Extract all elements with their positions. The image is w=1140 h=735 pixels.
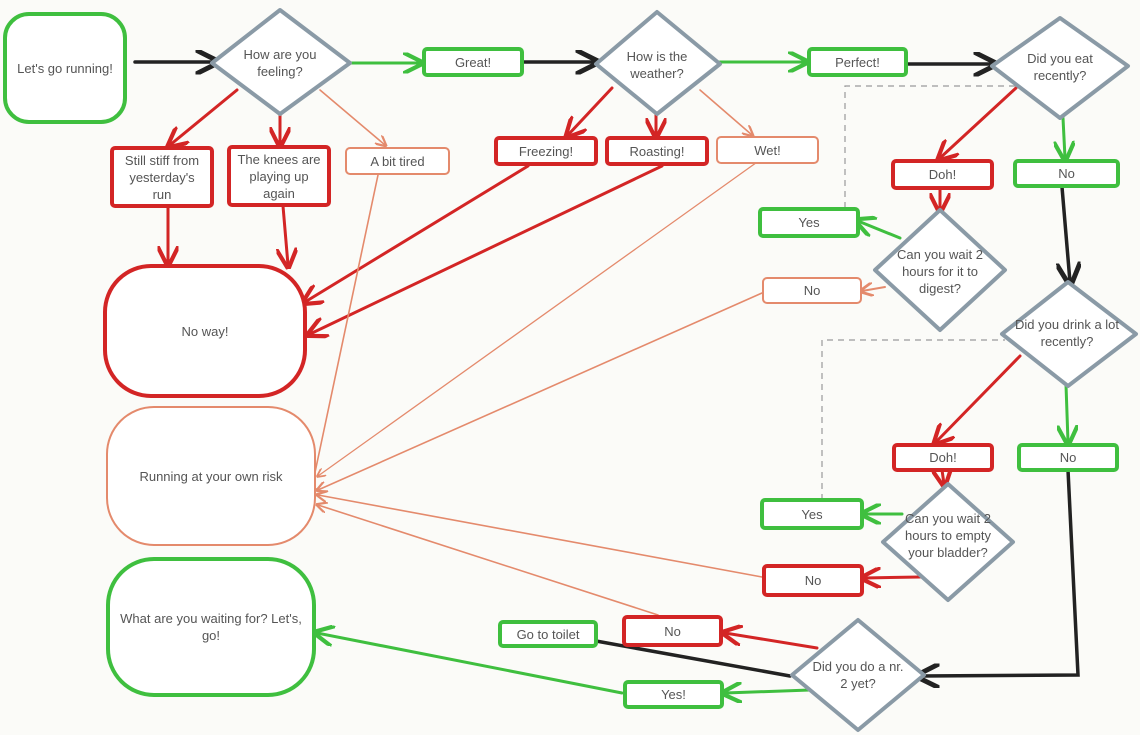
- end-go-label: What are you waiting for? Let's, go!: [120, 611, 302, 643]
- answer-perfect: Perfect!: [807, 47, 908, 77]
- drink-no-box: No: [1017, 443, 1119, 472]
- answer-stiff-label: Still stiff from yesterday's run: [124, 152, 200, 202]
- digest-yes-box: Yes: [758, 207, 860, 238]
- answer-knees-label: The knees are playing up again: [237, 151, 321, 201]
- answer-knees: The knees are playing up again: [227, 145, 331, 207]
- digest-no-label: No: [803, 283, 821, 298]
- end-no-way: No way!: [103, 264, 307, 398]
- diamond-eat: [990, 16, 1130, 120]
- answer-roasting: Roasting!: [605, 136, 709, 166]
- decision-diamonds: [210, 8, 1138, 732]
- answer-wet: Wet!: [716, 136, 819, 164]
- diamond-feeling: [210, 8, 352, 116]
- answer-freezing-label: Freezing!: [518, 143, 574, 159]
- answer-tired: A bit tired: [345, 147, 450, 175]
- drink-no-label: No: [1059, 450, 1077, 465]
- connectors: [133, 62, 1078, 693]
- drink-doh-box: Doh!: [892, 443, 994, 472]
- eat-doh-box: Doh!: [891, 159, 994, 190]
- bladder-no-box: No: [762, 564, 864, 597]
- start-node: Let's go running!: [3, 12, 127, 124]
- answer-roasting-label: Roasting!: [629, 143, 685, 159]
- digest-no-box: No: [762, 277, 862, 304]
- end-risk-label: Running at your own risk: [139, 468, 283, 484]
- bladder-no-label: No: [804, 573, 822, 588]
- diamond-weather: [594, 10, 722, 116]
- digest-yes-label: Yes: [798, 215, 820, 230]
- toilet-label: Go to toilet: [516, 626, 580, 642]
- nr2-no-box: No: [622, 615, 723, 647]
- eat-no-label: No: [1058, 166, 1075, 181]
- answer-stiff: Still stiff from yesterday's run: [110, 146, 214, 208]
- answer-great-label: Great!: [454, 54, 492, 70]
- diamond-nr2: [790, 618, 926, 732]
- answer-freezing: Freezing!: [494, 136, 598, 166]
- start-label: Let's go running!: [17, 60, 113, 76]
- answer-perfect-label: Perfect!: [835, 54, 880, 70]
- drink-doh-label: Doh!: [929, 450, 957, 465]
- answer-wet-label: Wet!: [754, 142, 781, 158]
- diamond-digest: [873, 208, 1007, 332]
- nr2-no-label: No: [664, 623, 681, 639]
- toilet-box: Go to toilet: [498, 620, 598, 648]
- diamond-drink: [1000, 280, 1138, 388]
- end-risk: Running at your own risk: [106, 406, 316, 546]
- nr2-yes-box: Yes!: [623, 680, 724, 709]
- dashed-guides: [821, 85, 1015, 500]
- answer-tired-label: A bit tired: [370, 153, 425, 169]
- nr2-yes-label: Yes!: [661, 687, 686, 702]
- end-no-way-label: No way!: [181, 323, 229, 339]
- answer-great: Great!: [422, 47, 524, 77]
- diamond-bladder: [881, 482, 1015, 602]
- bladder-yes-label: Yes: [801, 506, 823, 522]
- eat-no-box: No: [1013, 159, 1120, 188]
- bladder-yes-box: Yes: [760, 498, 864, 530]
- end-go: What are you waiting for? Let's, go!: [106, 557, 316, 697]
- eat-doh-label: Doh!: [928, 167, 957, 182]
